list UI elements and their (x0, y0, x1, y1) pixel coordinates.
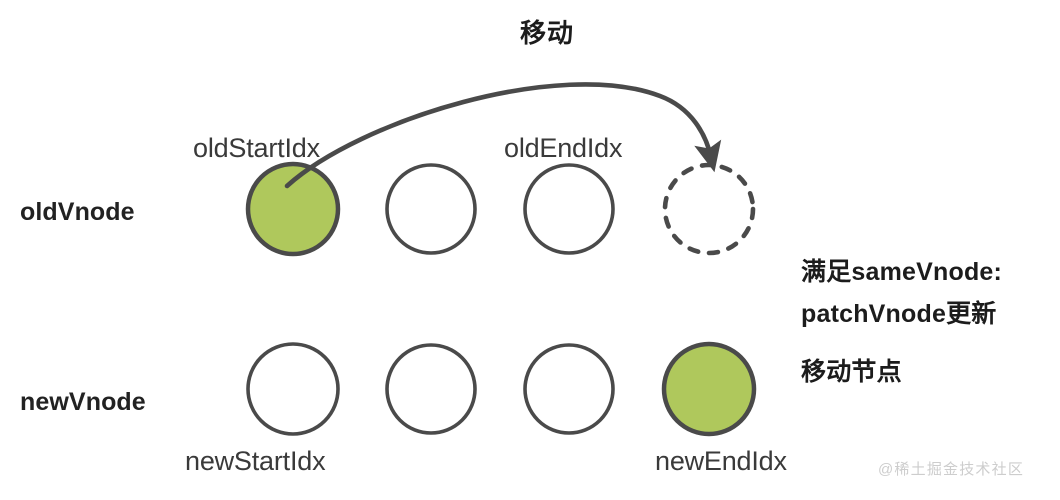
oldEndIdx-label: oldEndIdx (504, 133, 623, 163)
old-node-1[interactable] (385, 163, 477, 255)
newStartIdx-label: newStartIdx (185, 446, 326, 476)
newVnode-node-group (246, 341, 757, 437)
new-node-2[interactable] (523, 343, 615, 435)
note-line-3: 移动节点 (801, 358, 902, 386)
note-line-1: 满足sameVnode: (801, 258, 1003, 286)
oldVnode-node-group (245, 161, 756, 257)
row-label-oldvnode: oldVnode (20, 198, 135, 226)
watermark: @稀土掘金技术社区 (878, 461, 1025, 478)
new-node-3[interactable] (661, 341, 757, 437)
move-arrow-label: 移动 (520, 18, 575, 48)
new-node-1[interactable] (385, 343, 477, 435)
move-arrow (284, 82, 722, 189)
old-node-0[interactable] (245, 161, 341, 257)
row-label-newvnode: newVnode (20, 388, 146, 416)
newEndIdx-label: newEndIdx (655, 446, 787, 476)
old-node-2[interactable] (523, 163, 615, 255)
new-node-0[interactable] (246, 342, 340, 436)
note-line-2: patchVnode更新 (801, 300, 997, 328)
old-node-3-ghost[interactable] (662, 162, 756, 256)
oldStartIdx-label: oldStartIdx (193, 133, 320, 163)
